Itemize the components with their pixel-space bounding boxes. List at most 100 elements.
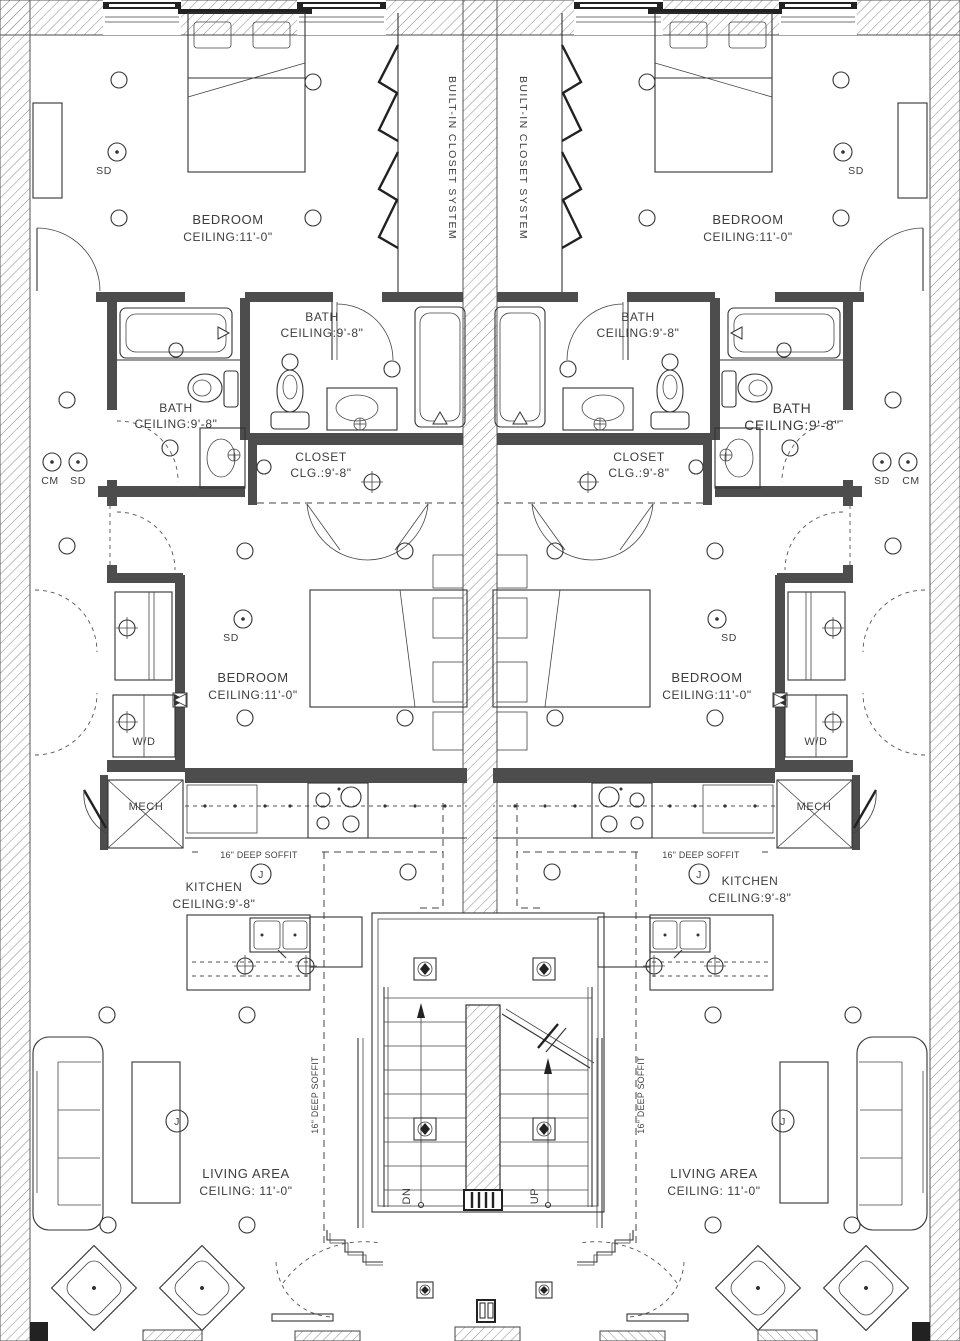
cm-label: CM bbox=[902, 475, 920, 487]
ceiling-light bbox=[58, 391, 76, 409]
top-windows bbox=[103, 0, 857, 35]
pillow bbox=[193, 21, 232, 49]
sd-label: SD bbox=[70, 475, 86, 487]
junction-box-circle bbox=[250, 863, 272, 885]
range-stove bbox=[307, 782, 369, 839]
toilet bbox=[270, 369, 310, 430]
bed bbox=[187, 12, 306, 173]
built-in-closet-label-right: BUILT-IN CLOSET SYSTEM bbox=[517, 76, 529, 240]
room-label-living-left: LIVING AREA bbox=[202, 1166, 290, 1181]
ceiling-label-living-left: CEILING: 11'-0" bbox=[199, 1184, 292, 1198]
door-swing bbox=[116, 420, 179, 483]
ceiling-label-kitchen-left: CEILING:9'-8" bbox=[172, 897, 255, 911]
recessed-light bbox=[413, 1117, 437, 1141]
closet-hanger-symbols bbox=[377, 44, 400, 250]
down-arrow bbox=[417, 1003, 425, 1209]
stair-railing bbox=[501, 1008, 595, 1069]
window bbox=[779, 0, 857, 35]
door-swing bbox=[306, 503, 369, 561]
door-swing bbox=[36, 227, 101, 292]
sofa bbox=[32, 1036, 104, 1231]
soffit-label-living-left: 16" DEEP SOFFIT bbox=[310, 1056, 320, 1134]
bathtub bbox=[414, 306, 466, 428]
living-area bbox=[30, 1006, 383, 1341]
entry-window bbox=[476, 1299, 496, 1323]
built-in-closet-label-left: BUILT-IN CLOSET SYSTEM bbox=[446, 76, 458, 240]
door-swing bbox=[34, 692, 98, 756]
room-label-bath-inner-left: BATH bbox=[305, 310, 339, 324]
room-label-bath-outer-right: BATH bbox=[773, 400, 812, 416]
nightstand bbox=[432, 554, 464, 589]
dresser bbox=[32, 102, 63, 199]
ceiling-label-bath-inner-right: CEILING:9'-8" bbox=[596, 326, 679, 340]
junction-label: J bbox=[258, 869, 264, 881]
ceiling-label-bath-outer-right: CEILING:9'-8" bbox=[744, 417, 840, 433]
ceiling-light bbox=[236, 709, 254, 727]
stoop bbox=[142, 1329, 203, 1341]
ceiling-light bbox=[168, 342, 184, 358]
smoke-detector-icon bbox=[68, 452, 88, 472]
closet-shelving bbox=[114, 591, 173, 681]
bed bbox=[309, 589, 468, 708]
room-label-closet-left: CLOSET bbox=[295, 450, 347, 464]
door-swing bbox=[275, 1261, 334, 1318]
counter bbox=[186, 784, 258, 834]
ceiling-light bbox=[99, 1216, 117, 1234]
light-cross bbox=[116, 617, 138, 639]
stair-center-wall bbox=[465, 1004, 501, 1206]
soffit-line bbox=[420, 803, 444, 909]
entry-door-leaf bbox=[271, 1313, 334, 1322]
soffit-label-kitchen-left: 16" DEEP SOFFIT bbox=[220, 850, 298, 860]
entry-stoop bbox=[454, 1326, 521, 1341]
junction-box-circle bbox=[165, 1109, 189, 1133]
kitchen bbox=[185, 782, 467, 1245]
ceiling-light bbox=[110, 71, 128, 89]
sd-label: SD bbox=[721, 632, 737, 644]
tub-faucet bbox=[217, 326, 231, 340]
window bbox=[103, 0, 181, 35]
ceiling-label-bath-inner-left: CEILING:9'-8" bbox=[280, 326, 363, 340]
ceiling-label-bedroom-mid-left: CEILING:11'-0" bbox=[208, 688, 297, 702]
ceiling-label-bedroom-mid-right: CEILING:11'-0" bbox=[662, 688, 751, 702]
light-cross bbox=[234, 955, 256, 977]
door-swing bbox=[367, 503, 429, 561]
toilet bbox=[187, 370, 239, 408]
ceiling-label-living-right: CEILING: 11'-0" bbox=[667, 1184, 760, 1198]
ceiling-light bbox=[396, 542, 414, 560]
right-exterior-wall bbox=[929, 0, 960, 1341]
room-label-kitchen-right: KITCHEN bbox=[722, 874, 779, 888]
soffit-label-living-right: 16" DEEP SOFFIT bbox=[636, 1056, 646, 1134]
ceiling-label-closet-left: CLG.:9'-8" bbox=[290, 466, 351, 480]
light-cross bbox=[295, 955, 317, 977]
coffee-table bbox=[131, 1061, 181, 1204]
ceiling-light bbox=[238, 1216, 256, 1234]
ceiling-label-bedroom-top-left: CEILING:11'-0" bbox=[183, 230, 272, 244]
ceiling-light bbox=[396, 709, 414, 727]
light-cross bbox=[361, 471, 383, 493]
co-detector-icon bbox=[42, 452, 62, 472]
sd-label: SD bbox=[874, 475, 890, 487]
smoke-detector-icon bbox=[107, 142, 127, 162]
room-label-bedroom-mid-left: BEDROOM bbox=[217, 670, 288, 685]
room-label-bedroom-mid-right: BEDROOM bbox=[671, 670, 742, 685]
stair-treads-left bbox=[384, 1021, 466, 1191]
recessed-light bbox=[416, 1281, 434, 1299]
soffit-label-kitchen-right: 16" DEEP SOFFIT bbox=[662, 850, 740, 860]
ceiling-light bbox=[304, 209, 322, 227]
door-swing bbox=[34, 589, 98, 653]
ceiling-label-bedroom-top-right: CEILING:11'-0" bbox=[703, 230, 792, 244]
window bbox=[297, 0, 386, 35]
closet-block bbox=[256, 459, 463, 561]
center-party-wall bbox=[462, 0, 498, 914]
vanity-sink bbox=[326, 387, 398, 431]
sd-label: SD bbox=[223, 632, 239, 644]
ceiling-light bbox=[399, 863, 417, 881]
double-sink bbox=[249, 917, 311, 959]
room-label-bedroom-top-right: BEDROOM bbox=[712, 212, 783, 227]
nightstand bbox=[432, 711, 464, 751]
bath-block bbox=[96, 292, 466, 583]
ceiling-light bbox=[238, 1006, 256, 1024]
labels: BEDROOM CEILING:11'-0" BEDROOM CEILING:1… bbox=[41, 76, 920, 1205]
